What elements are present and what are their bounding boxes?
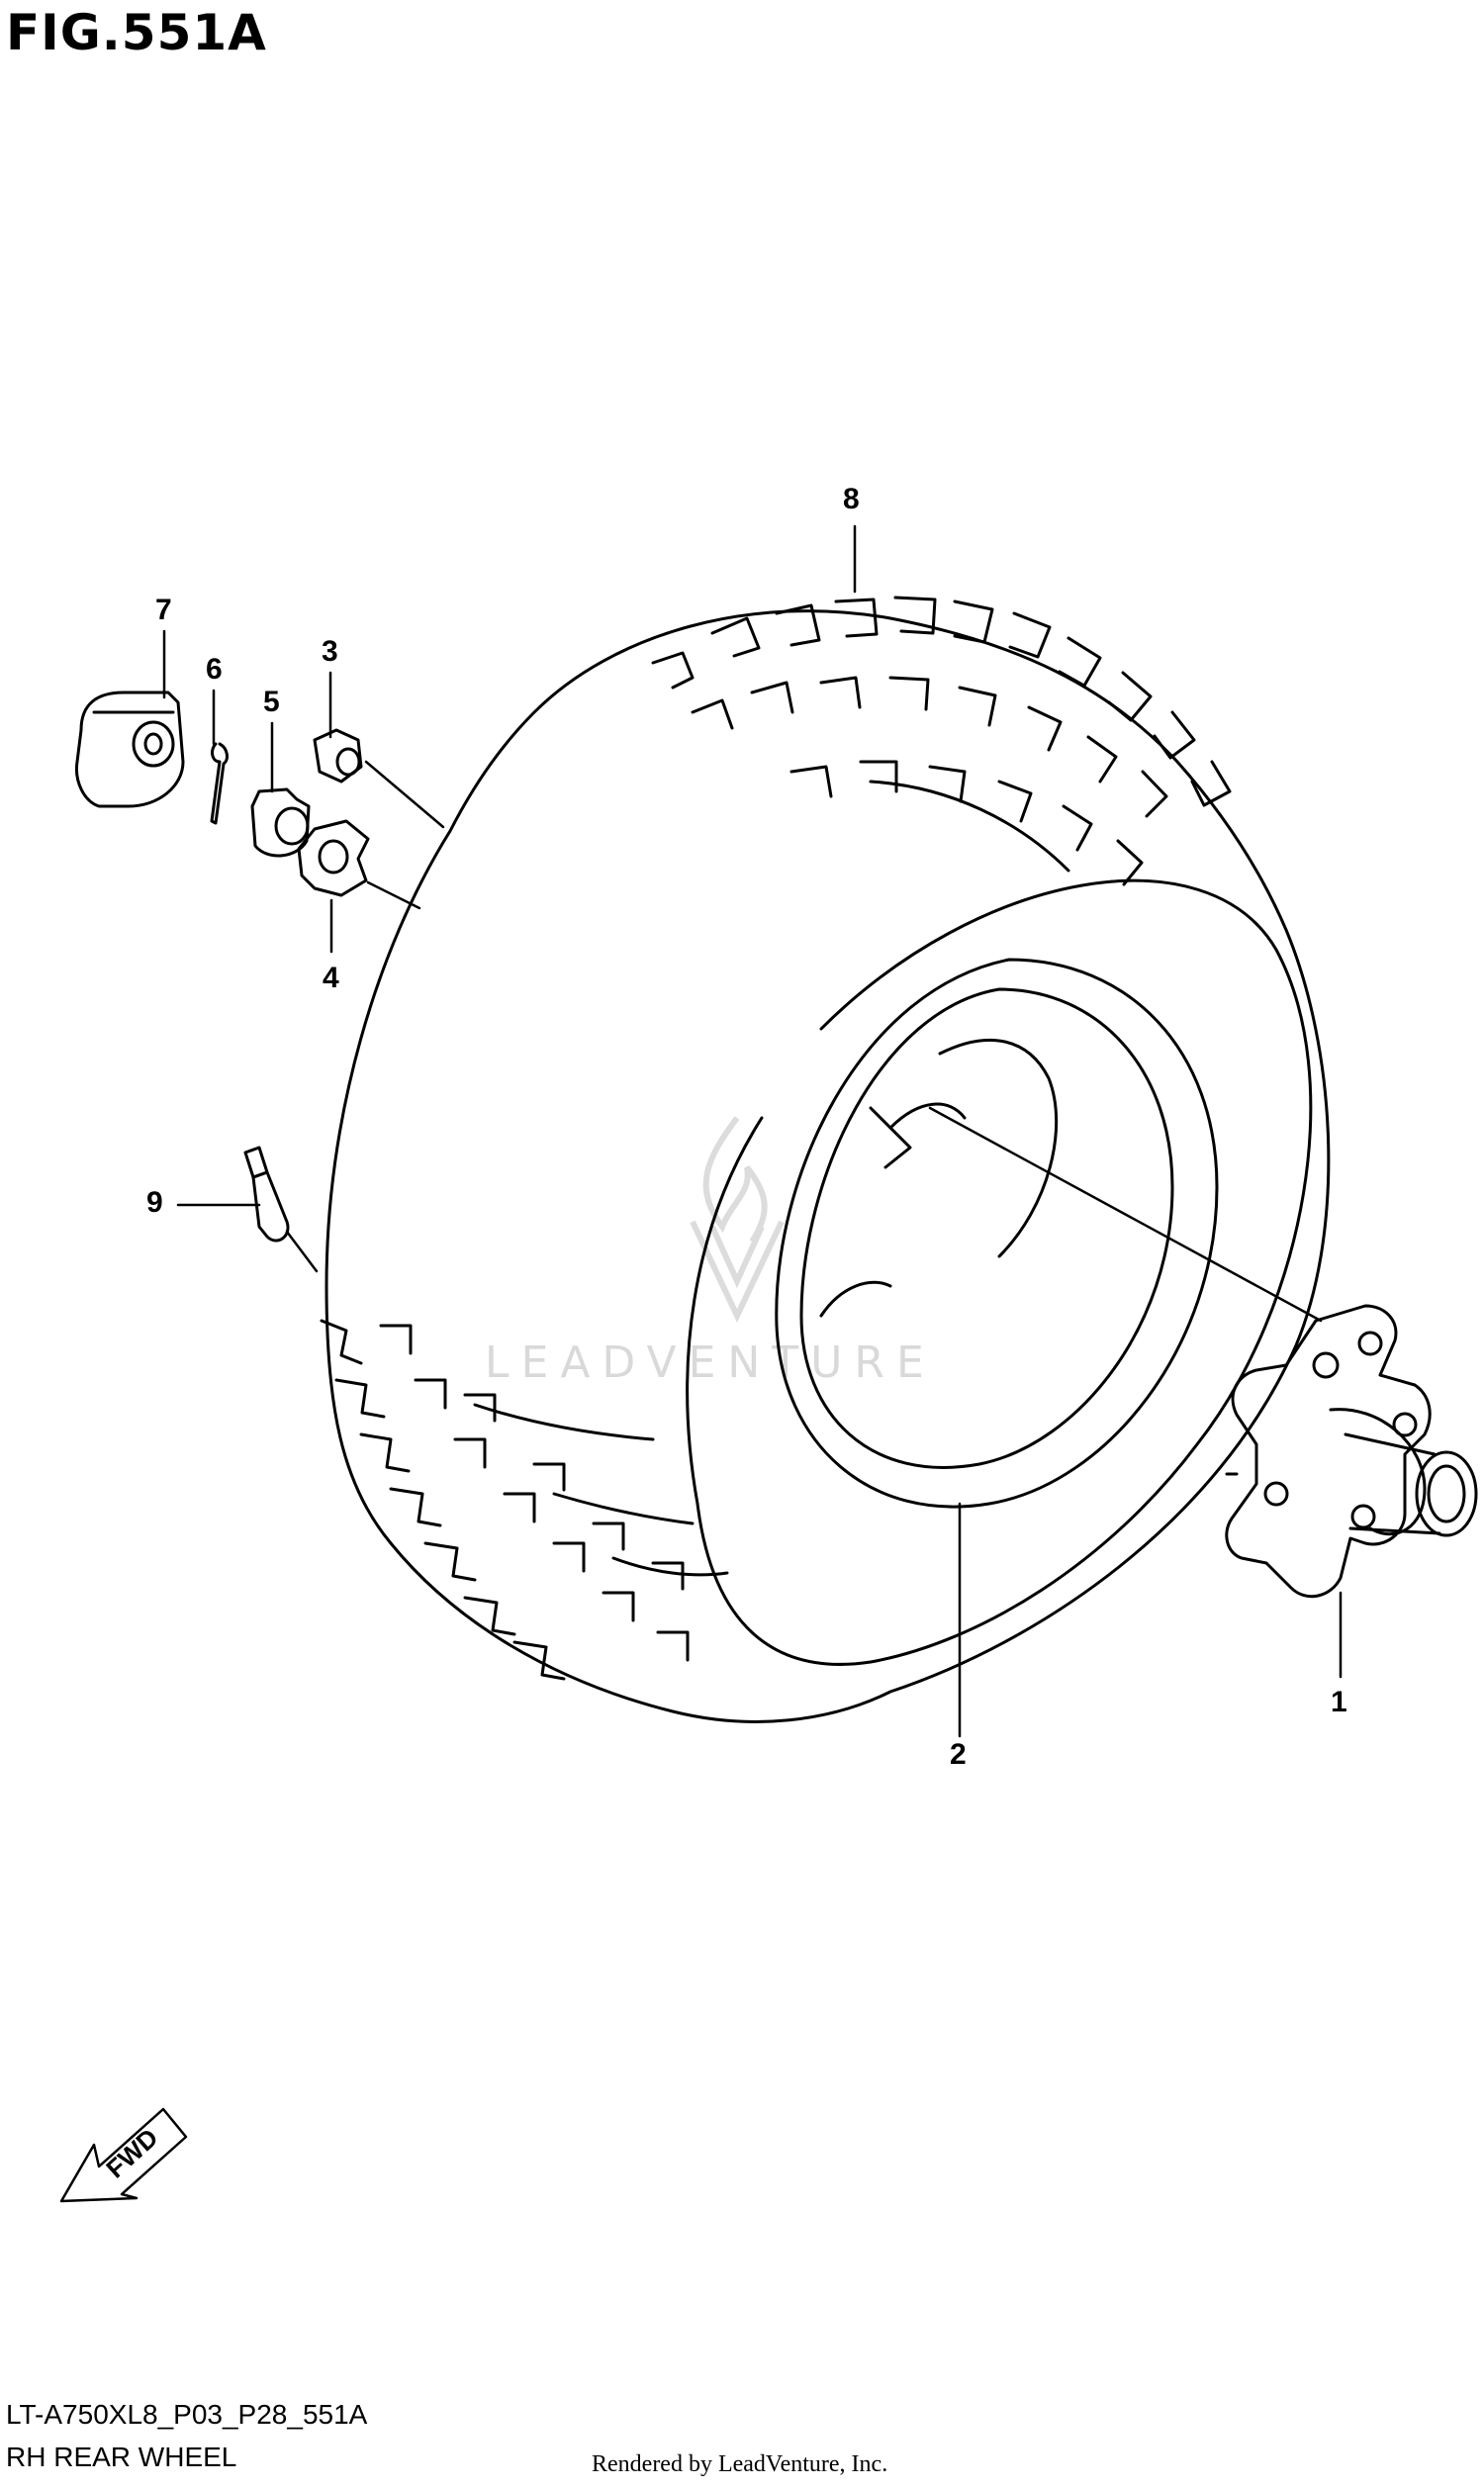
fwd-arrow-label: FWD <box>100 2123 163 2184</box>
diagram-name: RH REAR WHEEL <box>6 2442 237 2472</box>
tire-valve <box>243 1146 290 1243</box>
castle-nut <box>250 787 311 858</box>
callout-3: 3 <box>322 635 338 668</box>
diagram-code: LT-A750XL8_P03_P28_551A <box>6 2399 368 2430</box>
callout-5: 5 <box>263 686 280 718</box>
watermark-text: LEADVENTURE <box>485 1337 936 1388</box>
hub-cap <box>74 691 185 808</box>
callout-6: 6 <box>206 653 223 686</box>
callout-4: 4 <box>323 962 339 994</box>
wheel-hub <box>1225 1304 1478 1599</box>
callout-7: 7 <box>155 594 172 626</box>
wheel-nut <box>313 728 363 784</box>
leader-lines <box>162 524 1343 1738</box>
watermark-logo <box>690 1116 785 1324</box>
lock-washer <box>297 819 370 897</box>
forward-arrow <box>59 2107 188 2203</box>
callout-9: 9 <box>146 1186 163 1219</box>
callout-1: 1 <box>1331 1686 1347 1718</box>
tire <box>320 596 1331 1723</box>
callout-8: 8 <box>843 483 860 515</box>
callout-2: 2 <box>950 1738 967 1771</box>
render-credit: Rendered by LeadVenture, Inc. <box>592 2451 888 2477</box>
cotter-pin <box>210 742 229 825</box>
figure-title: FIG.551A <box>6 4 267 61</box>
